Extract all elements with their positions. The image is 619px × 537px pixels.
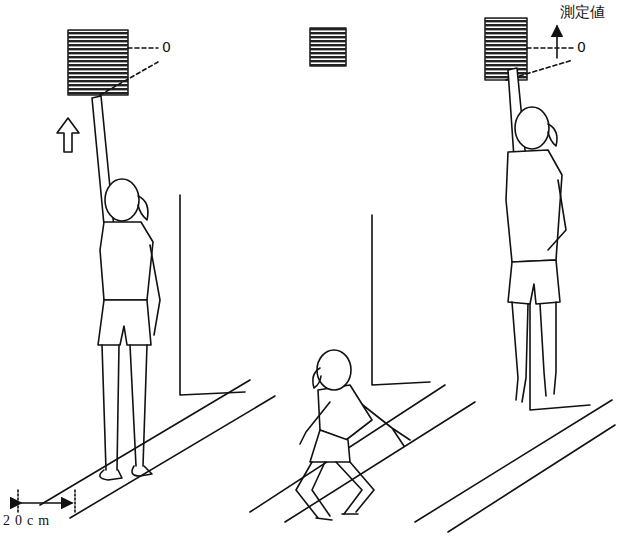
dimension-label: 20cm [3, 513, 54, 530]
measured-value-label: 測定値 [560, 3, 605, 21]
zero-mark: 0 [162, 39, 171, 56]
zero-mark: 0 [577, 39, 586, 56]
